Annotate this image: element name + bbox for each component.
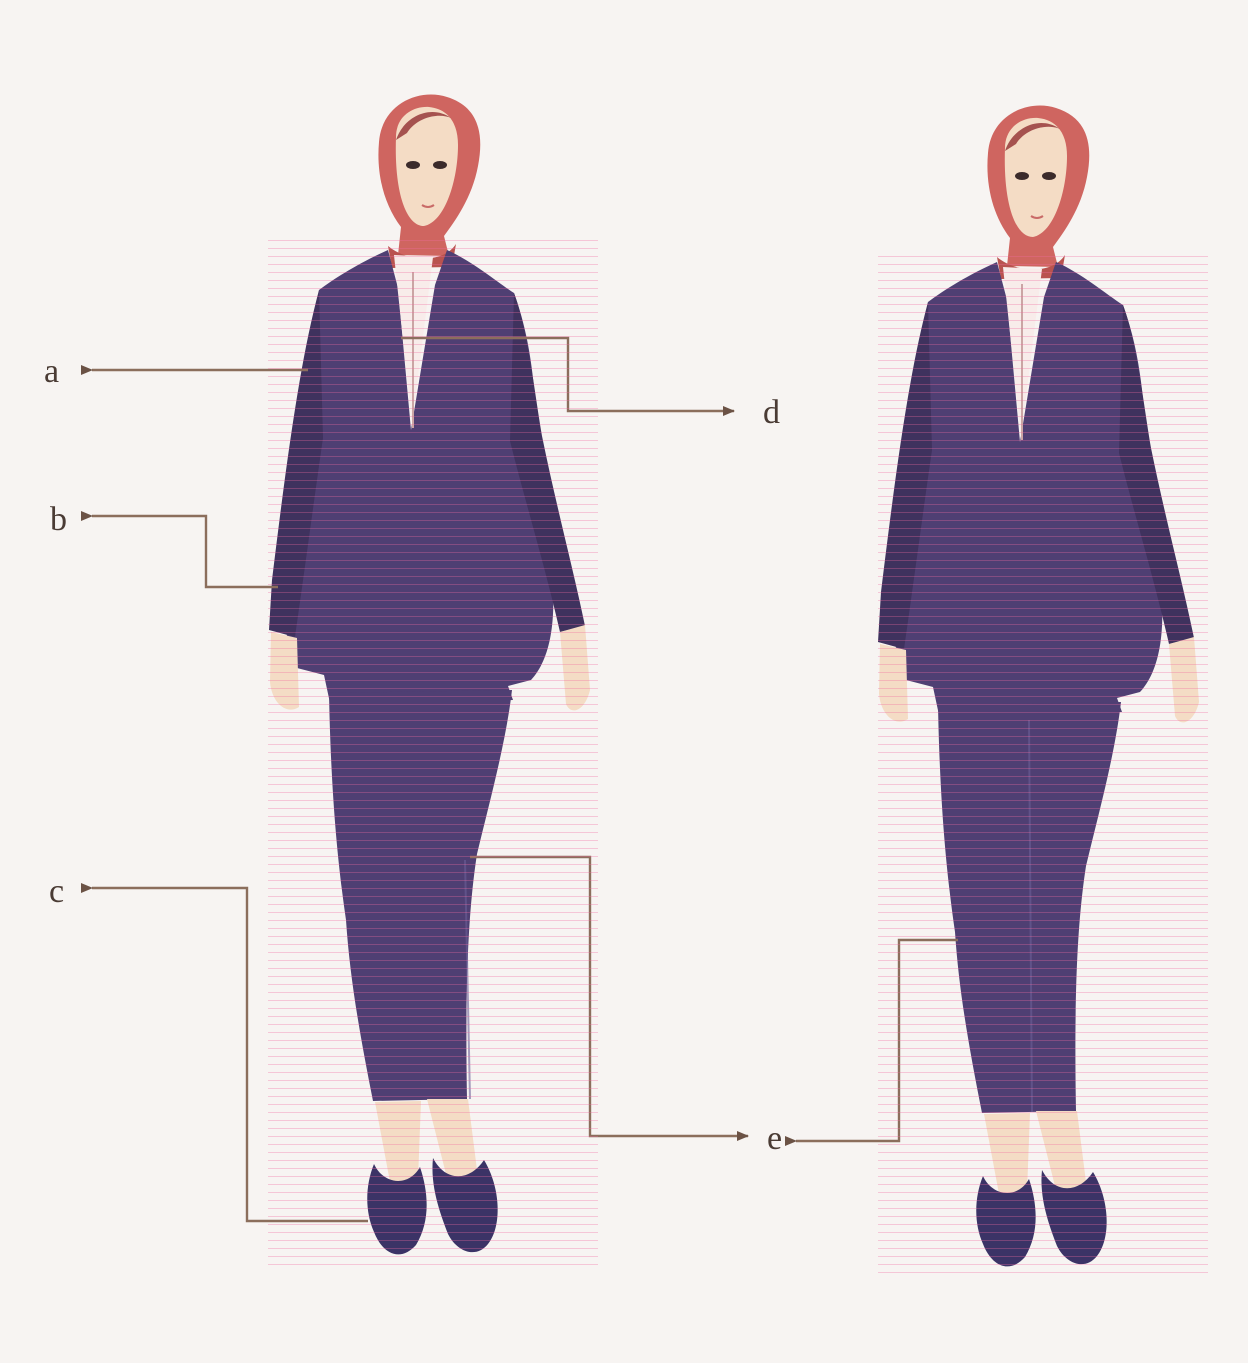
right-eye-right [1042,172,1056,180]
right-eye-left [1015,172,1029,180]
label-d: d [763,394,780,431]
left-eye-left [406,161,420,169]
label-a: a [44,353,59,390]
label-e: e [767,1120,782,1157]
left-eye-right [433,161,447,169]
label-c: c [49,873,64,910]
label-b: b [50,501,67,538]
